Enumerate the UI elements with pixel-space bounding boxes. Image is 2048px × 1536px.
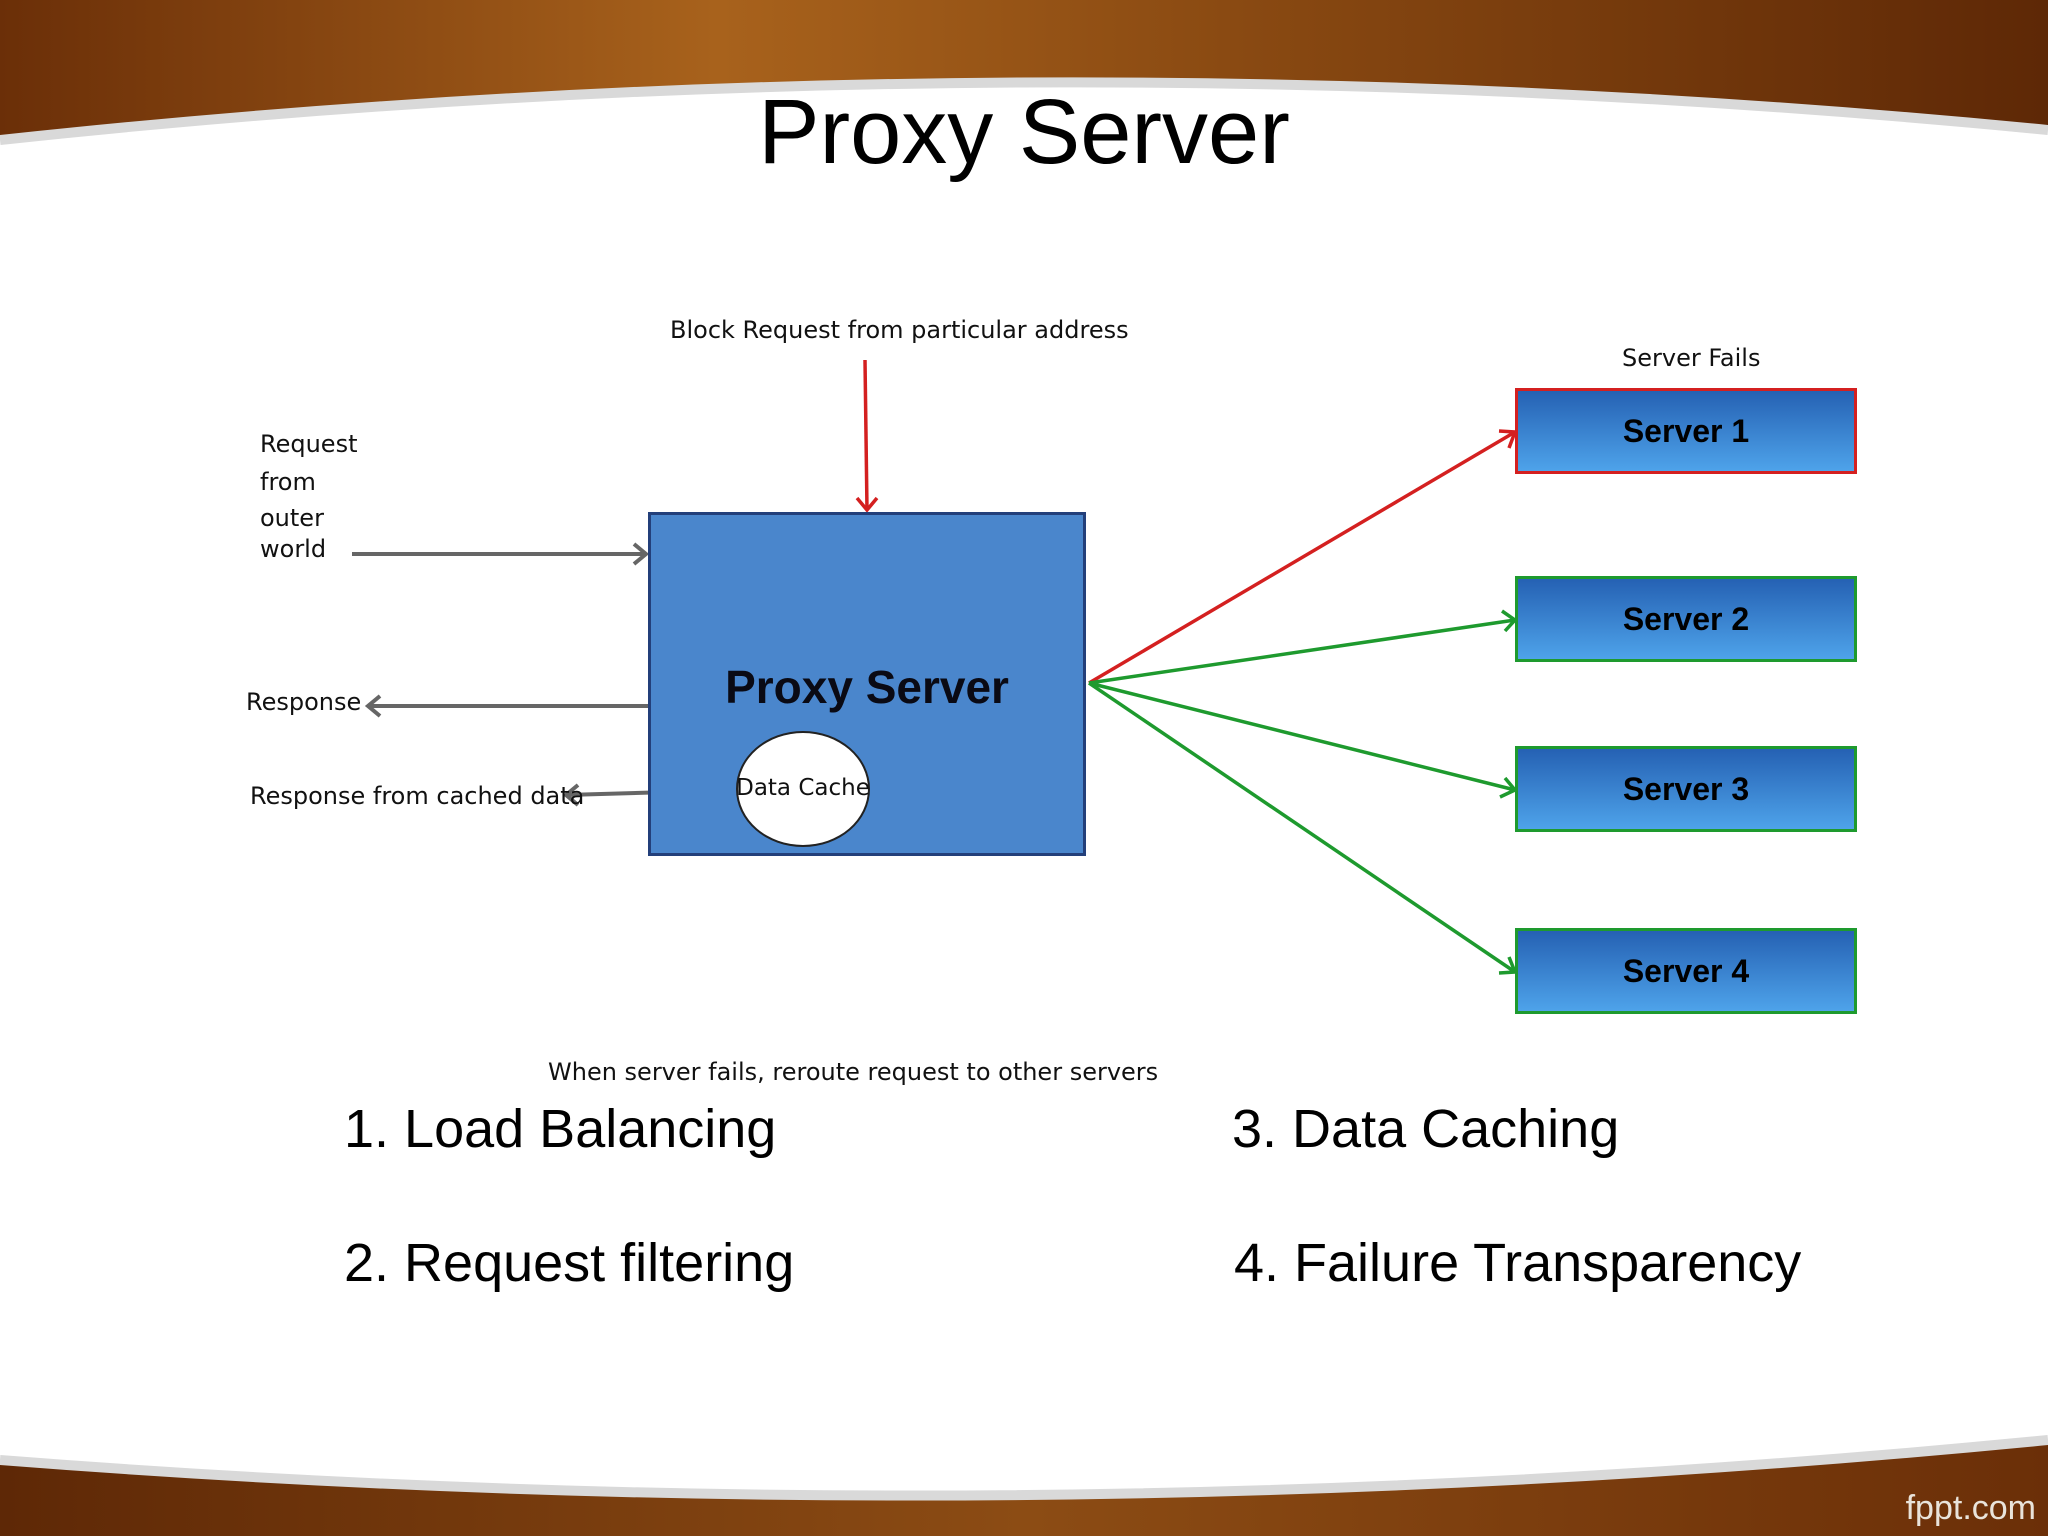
feature-data-caching: 3. Data Caching [1232, 1099, 1620, 1159]
top-silver-edge [0, 77, 2048, 145]
server-4-box: Server 4 [1515, 928, 1857, 1014]
request-label-line-2: from [260, 468, 316, 496]
server2-link [1088, 618, 1516, 685]
feature-load-balancing: 1. Load Balancing [344, 1099, 777, 1159]
server-fails-label: Server Fails [1622, 344, 1761, 372]
server4-link [1088, 681, 1516, 974]
feature-failure-transparency: 4. Failure Transparency [1234, 1233, 1802, 1293]
response-label: Response [246, 688, 362, 716]
server-4-label: Server 4 [1622, 952, 1750, 989]
server1-link [1088, 430, 1516, 685]
server-2-box: Server 2 [1515, 576, 1857, 662]
watermark: fppt.com [1905, 1489, 2036, 1527]
block-arrowhead [855, 496, 879, 513]
reroute-label: When server fails, reroute request to ot… [548, 1058, 1159, 1086]
cached-response-label: Response from cached data [250, 782, 585, 810]
bottom-brown-band [0, 1440, 2048, 1536]
cached-response-arrowhead [562, 783, 580, 807]
request-label-line-1: Request [260, 430, 358, 458]
data-cache-circle [736, 731, 870, 847]
response-arrowhead [364, 694, 382, 718]
server-3-box: Server 3 [1515, 746, 1857, 832]
request-label-line-3: outer [260, 504, 324, 532]
server-2-label: Server 2 [1622, 600, 1750, 637]
feature-request-filtering: 2. Request filtering [344, 1233, 795, 1293]
block-request-label: Block Request from particular address [670, 316, 1129, 344]
server-3-label: Server 3 [1622, 770, 1750, 807]
bottom-silver-edge [0, 1435, 2048, 1501]
request-arrowhead [632, 542, 650, 566]
server-1-box: Server 1 [1515, 388, 1857, 474]
top-brown-band [0, 0, 2048, 140]
block-arrow [863, 359, 869, 511]
request-label-line-4: world [260, 535, 327, 563]
server3-link [1088, 681, 1516, 792]
slide-title: Proxy Server [758, 81, 1290, 183]
data-cache-label: Data Cache [736, 775, 870, 801]
proxy-server-label: Proxy Server [725, 661, 1009, 713]
server-1-label: Server 1 [1622, 412, 1750, 449]
